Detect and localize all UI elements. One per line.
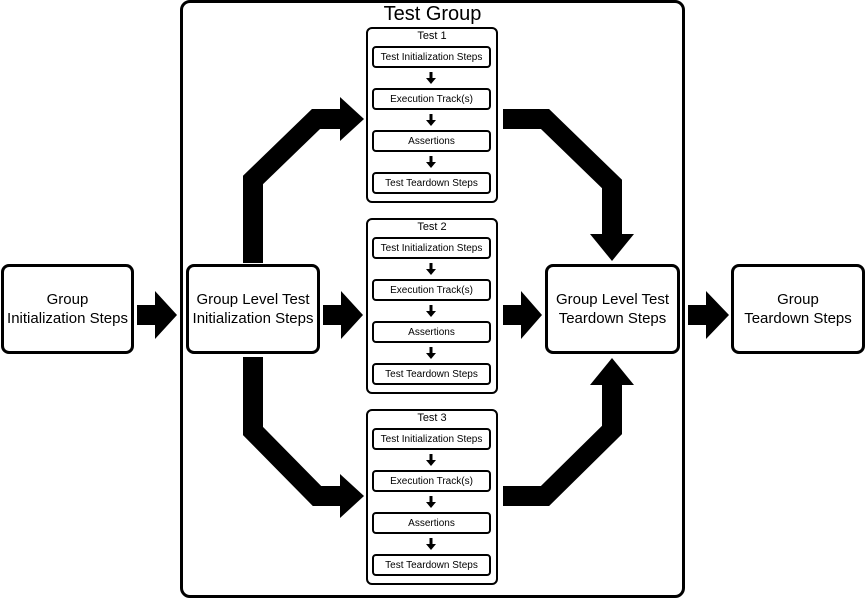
arrow-level-init-to-test3-shaft (243, 357, 342, 506)
test-group-frame (180, 0, 685, 598)
arrow-test1-to-level-teardown-shaft (503, 109, 622, 236)
down-arrow-icon (426, 538, 436, 550)
group-initialization-box: Group Initialization Steps (1, 264, 134, 354)
test-1-teardown-step: Test Teardown Steps (372, 172, 491, 194)
down-arrow-icon (426, 496, 436, 508)
test-1-box: Test 1 Test Initialization Steps Executi… (366, 27, 498, 203)
group-level-test-teardown-label: Group Level Test Teardown Steps (555, 290, 670, 328)
test-1-execution-step: Execution Track(s) (372, 88, 491, 110)
down-arrow-icon (426, 114, 436, 126)
group-level-test-initialization-box: Group Level Test Initialization Steps (186, 264, 320, 354)
group-teardown-box: Group Teardown Steps (731, 264, 865, 354)
test-3-title: Test 3 (417, 412, 447, 424)
test-2-assertions-step: Assertions (372, 321, 491, 343)
test-3-initialization-step: Test Initialization Steps (372, 428, 491, 450)
down-arrow-icon (426, 263, 436, 275)
test-1-title: Test 1 (417, 30, 447, 42)
down-arrow-icon (426, 156, 436, 168)
arrow-level-init-to-test1-head (340, 97, 364, 141)
down-arrow-icon (426, 454, 436, 466)
arrow-test2-to-level-teardown (503, 291, 542, 339)
arrow-test3-to-level-teardown-shaft (503, 383, 622, 506)
test-2-teardown-step: Test Teardown Steps (372, 363, 491, 385)
arrow-level-init-to-test1-shaft (243, 109, 342, 263)
test-2-box: Test 2 Test Initialization Steps Executi… (366, 218, 498, 394)
arrow-level-init-to-test3-head (340, 474, 364, 518)
down-arrow-icon (426, 347, 436, 359)
arrow-test1-to-level-teardown-head (590, 234, 634, 261)
test-2-initialization-step: Test Initialization Steps (372, 237, 491, 259)
test-1-assertions-step: Assertions (372, 130, 491, 152)
arrow-test3-to-level-teardown-head (590, 358, 634, 385)
group-teardown-label: Group Teardown Steps (744, 290, 852, 328)
down-arrow-icon (426, 305, 436, 317)
test-3-teardown-step: Test Teardown Steps (372, 554, 491, 576)
down-arrow-icon (426, 72, 436, 84)
arrow-group-init-to-level-init (137, 291, 177, 339)
group-initialization-label: Group Initialization Steps (7, 290, 128, 328)
test-2-title: Test 2 (417, 221, 447, 233)
test-1-initialization-step: Test Initialization Steps (372, 46, 491, 68)
arrow-level-init-to-test2 (323, 291, 363, 339)
test-group-title: Test Group (383, 3, 482, 25)
group-level-test-teardown-box: Group Level Test Teardown Steps (545, 264, 680, 354)
test-3-execution-step: Execution Track(s) (372, 470, 491, 492)
arrow-level-teardown-to-group-teardown (688, 291, 729, 339)
test-2-execution-step: Execution Track(s) (372, 279, 491, 301)
group-level-test-initialization-label: Group Level Test Initialization Steps (192, 290, 314, 328)
test-3-assertions-step: Assertions (372, 512, 491, 534)
test-3-box: Test 3 Test Initialization Steps Executi… (366, 409, 498, 585)
